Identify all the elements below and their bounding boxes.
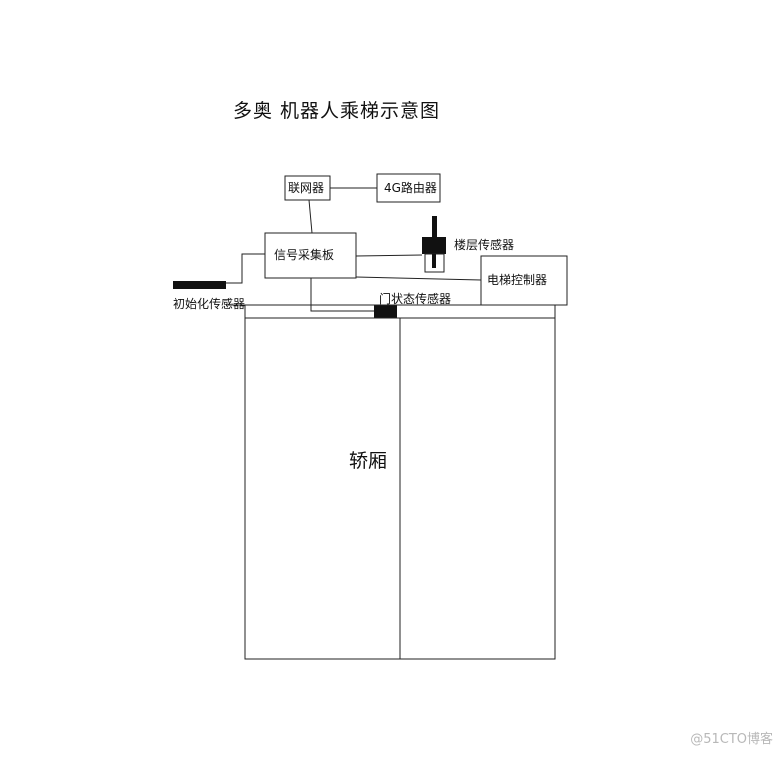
cabin-label: 轿厢 bbox=[349, 450, 388, 472]
watermark: @51CTO博客 bbox=[690, 732, 773, 747]
networker-box bbox=[284, 175, 331, 201]
floor-sensor-label: 楼层传感器 bbox=[454, 238, 515, 252]
init-sensor-label: 初始化传感器 bbox=[173, 297, 246, 311]
door-sensor-icon bbox=[374, 305, 397, 318]
router-label: 4G路由器 bbox=[384, 181, 437, 195]
elevator-controller-box bbox=[480, 255, 568, 306]
line-board-door-sensor bbox=[310, 278, 376, 312]
line-board-init-sensor bbox=[226, 253, 265, 284]
init-sensor-icon bbox=[173, 281, 226, 289]
cabin-top-band bbox=[244, 304, 556, 319]
diagram-title: 多奥 机器人乘梯示意图 bbox=[233, 100, 441, 122]
line-board-floor-sensor bbox=[355, 254, 423, 257]
signal-board-label: 信号采集板 bbox=[274, 248, 335, 262]
line-board-controller bbox=[355, 276, 482, 281]
elevator-controller-label: 电梯控制器 bbox=[487, 273, 548, 287]
line-networker-board bbox=[308, 199, 313, 234]
router-box bbox=[376, 173, 441, 203]
networker-label: 联网器 bbox=[288, 181, 325, 195]
floor-sensor-icon bbox=[422, 216, 446, 273]
signal-board-box bbox=[264, 232, 357, 279]
door-sensor-label: 门状态传感器 bbox=[379, 292, 452, 306]
